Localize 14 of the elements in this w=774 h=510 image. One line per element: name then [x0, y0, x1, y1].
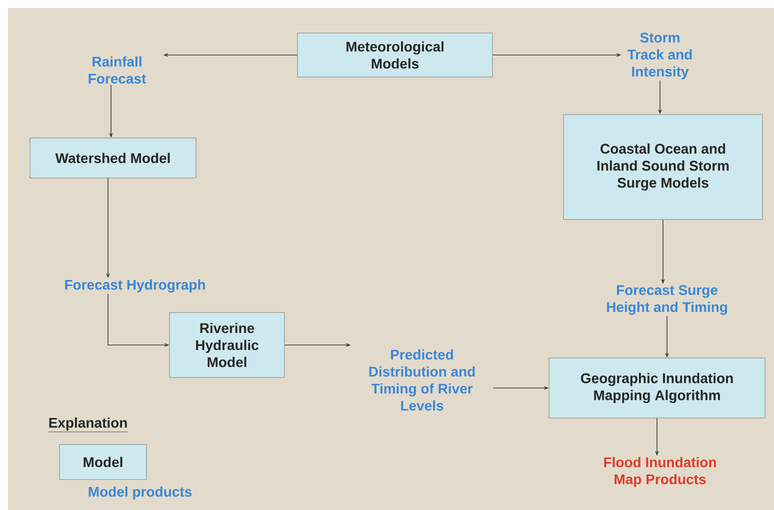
model-box: Geographic Inundation Mapping Algorithm	[548, 358, 766, 418]
product-label: Flood Inundation Map Products	[604, 456, 716, 487]
product-label: Storm Track and Intensity	[627, 32, 692, 80]
product-label: Forecast Hydrograph	[65, 279, 205, 293]
product-label: Forecast Surge Height and Timing	[607, 285, 727, 315]
model-box: Watershed Model	[30, 138, 196, 178]
model-box: Meteorological Models	[297, 32, 493, 78]
model-box: Coastal Ocean and Inland Sound Storm Surge Models	[563, 114, 763, 220]
model-box: Model	[59, 444, 147, 480]
heading-text: Explanation	[48, 417, 128, 432]
note-text: Model products	[88, 486, 192, 500]
product-label: Predicted Distribution and Timing of River Levels	[369, 349, 475, 411]
model-box: Riverine Hydraulic Model	[169, 312, 285, 378]
product-label: Rainfall Forecast	[88, 56, 146, 84]
